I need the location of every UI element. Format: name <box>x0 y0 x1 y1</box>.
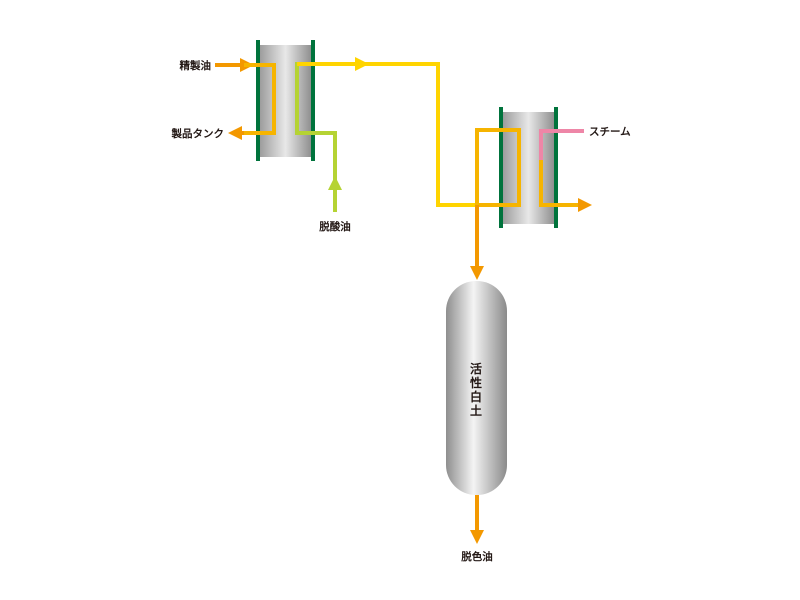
clay-label-char-2: 性 <box>469 375 482 390</box>
deacidified-oil-label: 脱酸油 <box>319 220 351 233</box>
heat-exchanger-1-right-plate <box>311 40 315 161</box>
product-tank-arrow <box>228 126 242 140</box>
clay-vessel: 活 性 白 土 <box>446 281 507 495</box>
decolorized-oil-arrow <box>470 530 484 544</box>
steam-label: スチーム <box>589 126 631 138</box>
product-tank-label: 製品タンク <box>171 127 225 140</box>
heat-exchanger-1 <box>256 40 315 161</box>
vessel-feed-arrow <box>470 266 484 280</box>
steam-outlet-pipe <box>539 160 580 207</box>
steam-outlet-arrow <box>578 198 592 212</box>
decolorized-oil-label: 脱色油 <box>461 550 493 563</box>
heat-exchanger-2 <box>499 107 558 228</box>
main-oil-line <box>297 57 477 207</box>
refined-oil-label: 精製油 <box>180 59 212 72</box>
decolorized-oil-line <box>470 495 484 544</box>
heat-exchanger-2-left-plate <box>499 107 503 228</box>
refined-oil-u-pipe <box>242 63 276 135</box>
clay-label-char-4: 土 <box>470 403 482 418</box>
heat-exchanger-2-right-plate <box>554 107 558 228</box>
heat-exchanger-1-body <box>259 45 312 157</box>
clay-label-char-1: 活 <box>470 361 482 376</box>
deacidified-oil-arrow <box>328 176 342 190</box>
exchanger-2-oil-u-pipe <box>475 128 521 207</box>
clay-vessel-body <box>446 281 507 495</box>
steam-line <box>539 129 592 212</box>
refined-oil-line <box>215 58 276 140</box>
clay-label-char-3: 白 <box>470 389 482 404</box>
exchanger-2-oil-line <box>470 128 521 280</box>
main-oil-arrow <box>355 57 369 71</box>
heat-exchanger-1-left-plate <box>256 40 260 161</box>
